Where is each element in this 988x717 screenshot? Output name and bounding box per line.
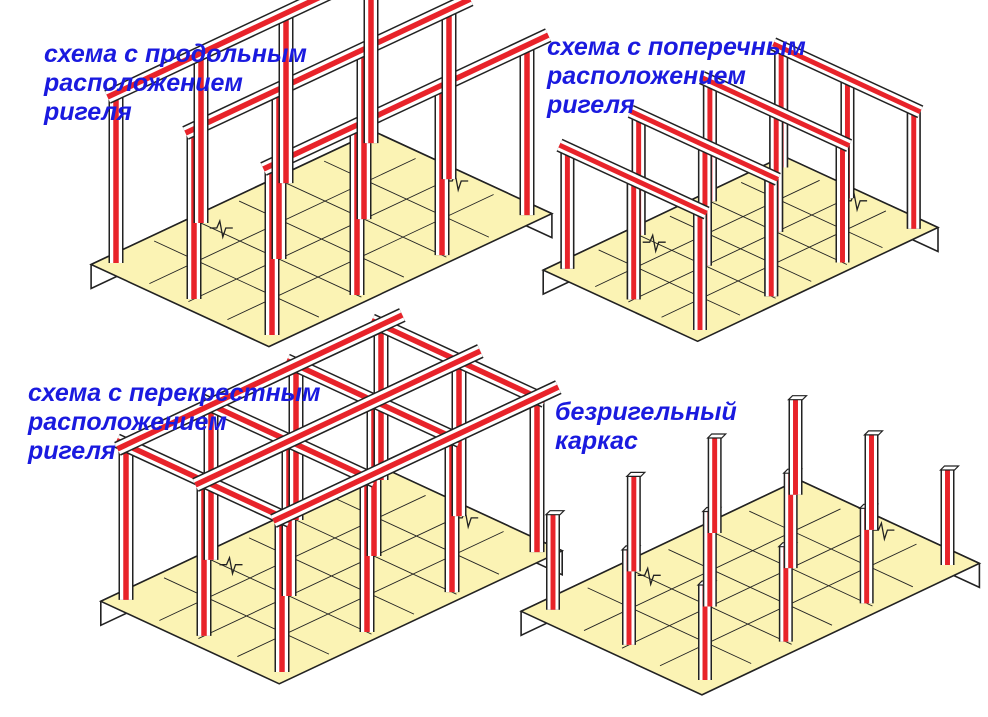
scheme-beamless-drawing (519, 395, 982, 696)
column-cap (939, 465, 960, 471)
column-cap (863, 430, 884, 436)
girder-core (194, 348, 482, 488)
girder-core (272, 384, 560, 524)
break-mark (871, 520, 895, 542)
column-cap (787, 395, 808, 401)
scheme-cross-drawing (98, 308, 565, 685)
break-mark (642, 232, 666, 254)
floor-grid-line (188, 176, 455, 303)
caption-transverse-scheme: схема с поперечным расположением ригеля (547, 33, 806, 119)
girder-core (772, 41, 922, 115)
scheme-transverse-drawing (541, 37, 940, 343)
girder-core (629, 109, 779, 182)
girder-core (184, 0, 472, 136)
break-mark (844, 191, 868, 213)
break-mark (637, 566, 661, 587)
floor-grid-line (628, 195, 853, 303)
column-cap (706, 433, 728, 439)
break-mark (219, 555, 243, 577)
caption-cross-scheme: схема с перекрестным расположением ригел… (28, 379, 321, 465)
caption-beamless-frame: безригельный каркас (555, 398, 737, 455)
girder-core (106, 0, 321, 100)
girder-core (262, 32, 550, 172)
break-mark (455, 508, 479, 530)
column-cap (625, 471, 647, 477)
floor-grid-line (621, 526, 879, 649)
girder-core (700, 75, 851, 148)
scheme-longitudinal-drawing (89, 0, 554, 348)
break-mark (445, 171, 469, 193)
column-cap (544, 510, 566, 516)
girder-core (116, 312, 404, 452)
caption-longitudinal-scheme: схема с продольным расположением ригеля (44, 40, 307, 126)
floor-grid-line (198, 513, 465, 639)
girder-core (558, 142, 708, 216)
break-mark (209, 218, 233, 240)
